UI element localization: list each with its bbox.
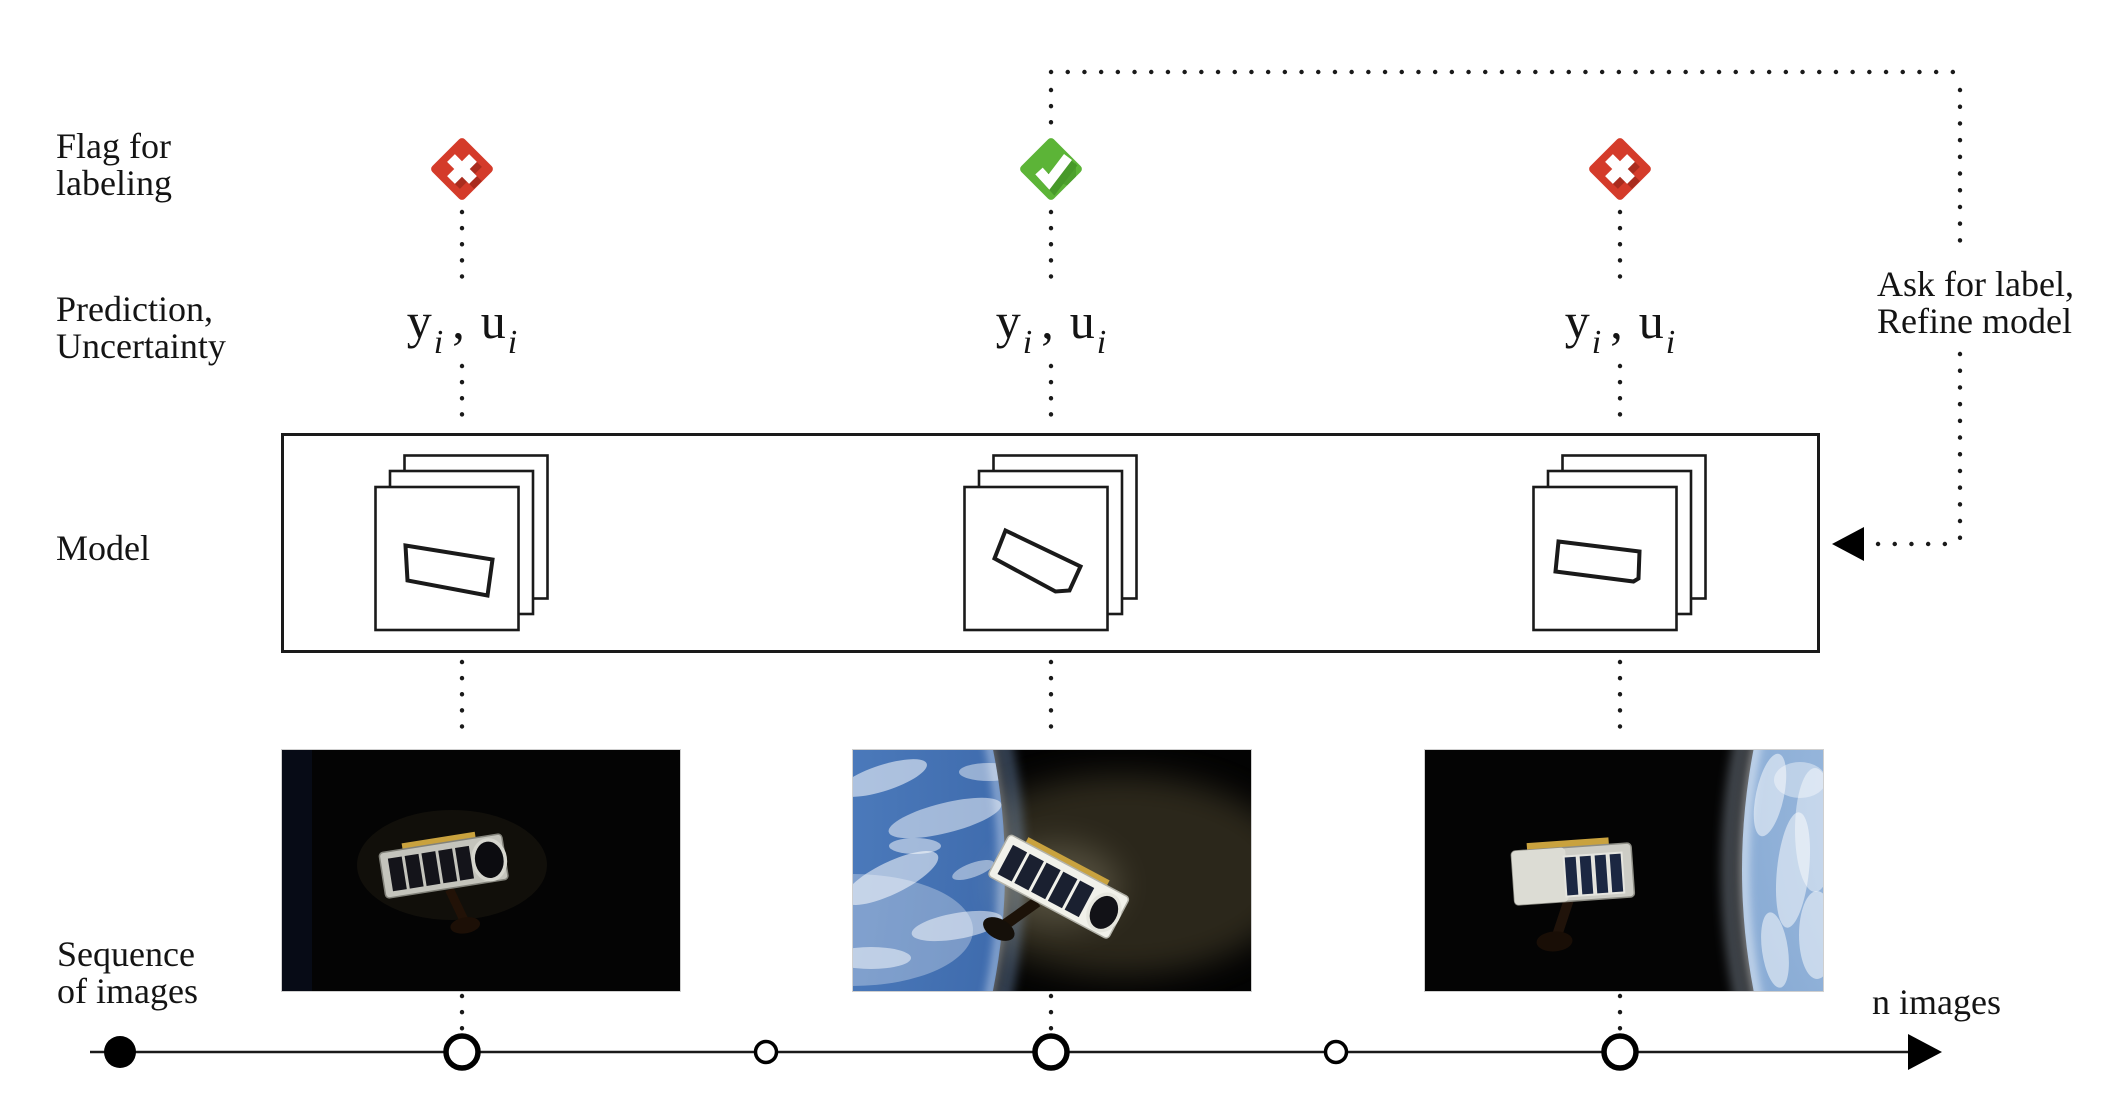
model-stack-2	[963, 454, 1138, 632]
row-label-sequence-line1: Sequence	[57, 934, 195, 974]
y-subscript: i	[433, 324, 444, 361]
flag-diamond-3	[1589, 138, 1651, 200]
timeline-keyframe-circle-1	[443, 1033, 481, 1071]
u-subscript: i	[1665, 324, 1676, 361]
timeline	[90, 1033, 1942, 1071]
row-label-prediction-line2: Uncertainty	[56, 326, 226, 366]
feedback-label-line1: Ask for label,	[1877, 264, 2074, 304]
u-symbol: u	[1069, 293, 1095, 349]
satellite-photo-earth	[853, 750, 1251, 991]
satellite-photo-limb	[1425, 750, 1823, 991]
row-label-flag: Flag for labeling	[56, 128, 172, 202]
timeline-keyframe-circle-3	[1601, 1033, 1639, 1071]
pose-outline	[403, 543, 495, 598]
row-label-sequence-line2: of images	[57, 971, 198, 1011]
timeline-end-label: n images	[1872, 982, 2001, 1022]
pose-outline	[1553, 539, 1642, 584]
stack-layer-front	[374, 485, 520, 632]
sequence-image-2	[852, 749, 1252, 992]
row-label-flag-line1: Flag for	[56, 126, 171, 166]
feedback-label: Ask for label, Refine model	[1873, 266, 2078, 340]
left-arrowhead-icon	[1832, 527, 1864, 561]
prediction-text-3: yi,ui	[1564, 293, 1675, 361]
satellite-photo-dark	[282, 750, 680, 991]
prediction-text-1: yi,ui	[406, 293, 517, 361]
row-label-prediction: Prediction, Uncertainty	[56, 291, 226, 365]
satellite-icon	[983, 834, 1130, 941]
timeline-keyframe-circle-2	[1032, 1033, 1070, 1071]
y-subscript: i	[1022, 324, 1033, 361]
y-symbol: y	[1564, 293, 1590, 349]
row-label-flag-line2: labeling	[56, 163, 172, 203]
cross-icon	[431, 138, 493, 200]
y-subscript: i	[1591, 324, 1602, 361]
right-arrowhead-icon	[1908, 1034, 1942, 1070]
clouds	[1753, 753, 1823, 988]
feedback-dotted-path	[1048, 69, 1963, 547]
cross-icon	[1589, 138, 1651, 200]
clouds	[853, 759, 1005, 986]
stack-layer-front	[963, 485, 1109, 632]
flag-diamond-2	[1020, 138, 1082, 200]
comma: ,	[452, 293, 465, 349]
u-symbol: u	[480, 293, 506, 349]
sequence-image-1	[281, 749, 681, 992]
row-label-prediction-line1: Prediction,	[56, 289, 213, 329]
timeline-minor-circle-2	[1323, 1039, 1349, 1065]
timeline-origin-dot	[104, 1036, 136, 1068]
prediction-text-2: yi,ui	[995, 293, 1106, 361]
sequence-image-3	[1424, 749, 1824, 992]
u-symbol: u	[1638, 293, 1664, 349]
u-subscript: i	[1096, 324, 1107, 361]
row-label-model: Model	[56, 528, 150, 568]
row-label-sequence: Sequence of images	[57, 936, 198, 1010]
pose-outline	[991, 527, 1084, 594]
u-subscript: i	[507, 324, 518, 361]
satellite-icon	[1510, 837, 1636, 952]
comma: ,	[1041, 293, 1054, 349]
satellite-icon	[378, 831, 509, 934]
timeline-minor-circle-1	[753, 1039, 779, 1065]
model-stack-3	[1532, 454, 1707, 632]
model-stack-1	[374, 454, 549, 632]
comma: ,	[1610, 293, 1623, 349]
y-symbol: y	[995, 293, 1021, 349]
y-symbol: y	[406, 293, 432, 349]
feedback-label-line2: Refine model	[1877, 301, 2072, 341]
flag-diamond-1	[431, 138, 493, 200]
check-icon	[1020, 138, 1082, 200]
